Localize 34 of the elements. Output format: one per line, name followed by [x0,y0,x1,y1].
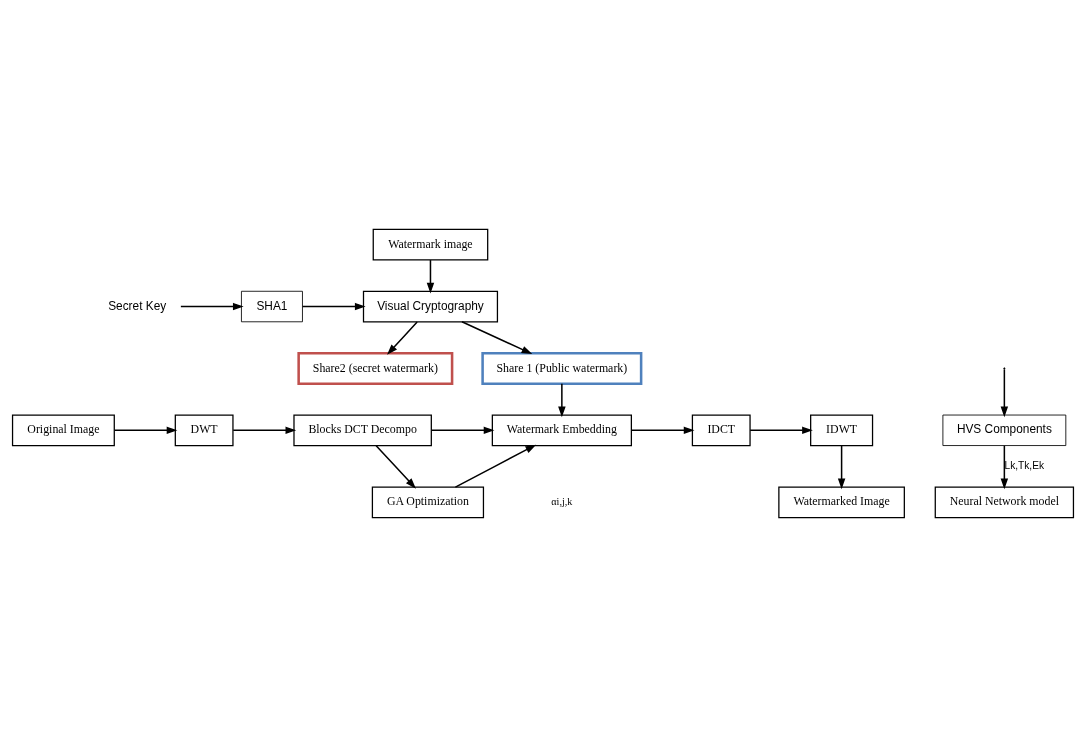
arrow [461,320,533,354]
node-box: Neural Network model [934,485,1075,518]
node-box: Watermark image [372,228,489,261]
arrow [426,258,435,294]
node-box: GA Optimization [371,485,485,518]
node-box: HVS Components [942,414,1067,446]
node-box: Share 1 (Public watermark) [481,351,643,385]
arrow [454,444,537,488]
node-box: Watermarked Image [778,485,905,518]
node-box: Blocks DCT Decompo [293,413,432,446]
node-box: IDWT [810,413,874,446]
arrow [180,302,244,310]
arrow [387,320,418,355]
arrow [1000,444,1009,489]
node-box: IDCT [691,413,751,446]
node-box: Watermark Embedding [491,413,632,446]
arrow [558,382,566,417]
arrow [113,426,178,434]
arrow [749,426,813,434]
node-text: Secret Key [108,298,167,313]
arrow [375,444,416,489]
arrow [430,426,495,434]
arrow [1000,368,1009,417]
edge-label: Lk,Tk,Ek [1004,459,1045,471]
arrow [630,426,695,434]
node-box: Original Image [11,413,115,446]
node-box: Visual Cryptography [362,290,499,322]
node-box: Share2 (secret watermark) [297,351,454,385]
node-box: SHA1 [241,290,303,322]
arrow [301,302,366,310]
label: αi,j,k [551,495,573,507]
node-box: DWT [174,413,234,446]
arrow [232,426,297,434]
arrow [837,444,846,489]
